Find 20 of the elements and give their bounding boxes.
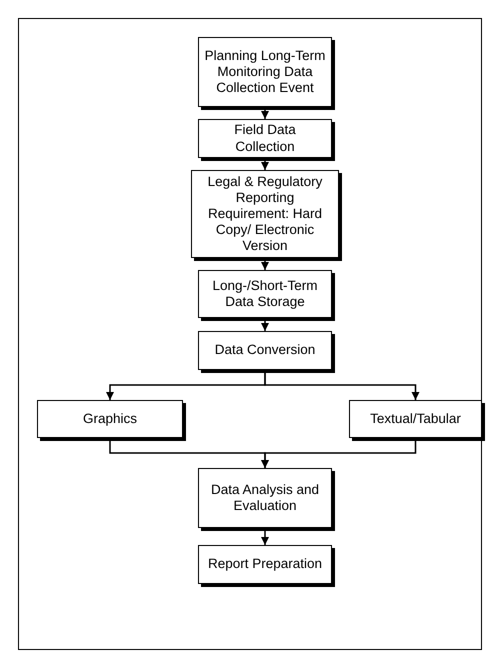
box-label: Textual/Tabular [370,410,461,428]
process-box [198,119,332,158]
arrow [261,438,416,468]
box-label: Graphics [82,410,138,428]
process-box [198,331,332,370]
process-box [198,545,332,584]
process-box [198,468,332,528]
process-box [198,270,332,318]
box-label: Data Conversion [214,342,316,359]
box-label: Data Analysis and Evaluation [210,482,320,514]
box-label: Planning Long-Term Monitoring Data Collection Event [204,48,326,96]
process-box [37,400,183,438]
box-label: Report Preparation [208,556,322,573]
process-box [191,170,339,258]
arrow [264,370,420,400]
box-label: Field Data Collection [233,122,297,155]
box-label: Long-/Short-Term Data Storage [211,278,319,310]
process-box [198,37,332,107]
box-label: Legal & Regulatory Reporting Requirement: Hard Copy/ Electronic Version [206,174,324,254]
process-box [349,400,482,438]
